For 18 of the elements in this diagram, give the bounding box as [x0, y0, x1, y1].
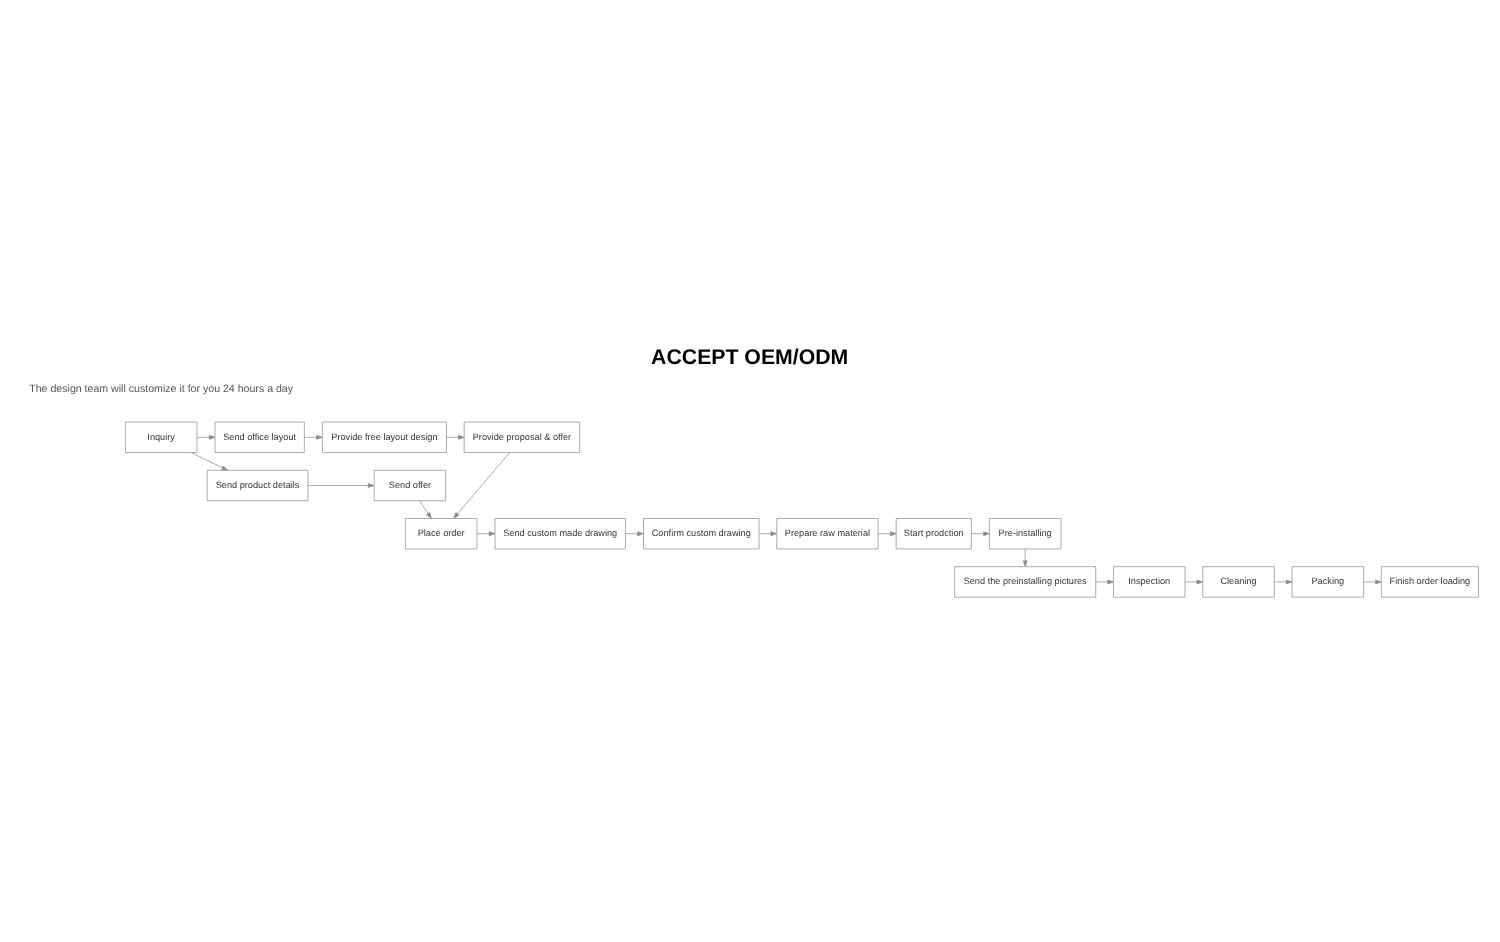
arrow	[1095, 579, 1114, 585]
arrow	[971, 531, 990, 537]
arrow	[1184, 579, 1204, 585]
arrow	[453, 452, 510, 519]
arrow	[196, 435, 216, 440]
arrow	[1274, 579, 1293, 585]
arrow	[877, 531, 897, 537]
arrow	[446, 435, 465, 440]
arrow	[1022, 548, 1028, 567]
arrow	[625, 531, 644, 537]
arrow	[307, 483, 375, 488]
arrow	[758, 531, 777, 537]
arrow	[304, 435, 323, 440]
arrow	[419, 500, 432, 519]
arrow	[1363, 579, 1382, 585]
arrow	[476, 531, 496, 537]
diagram-title: ACCEPT OEM/ODM	[651, 345, 849, 370]
arrow	[190, 452, 228, 471]
